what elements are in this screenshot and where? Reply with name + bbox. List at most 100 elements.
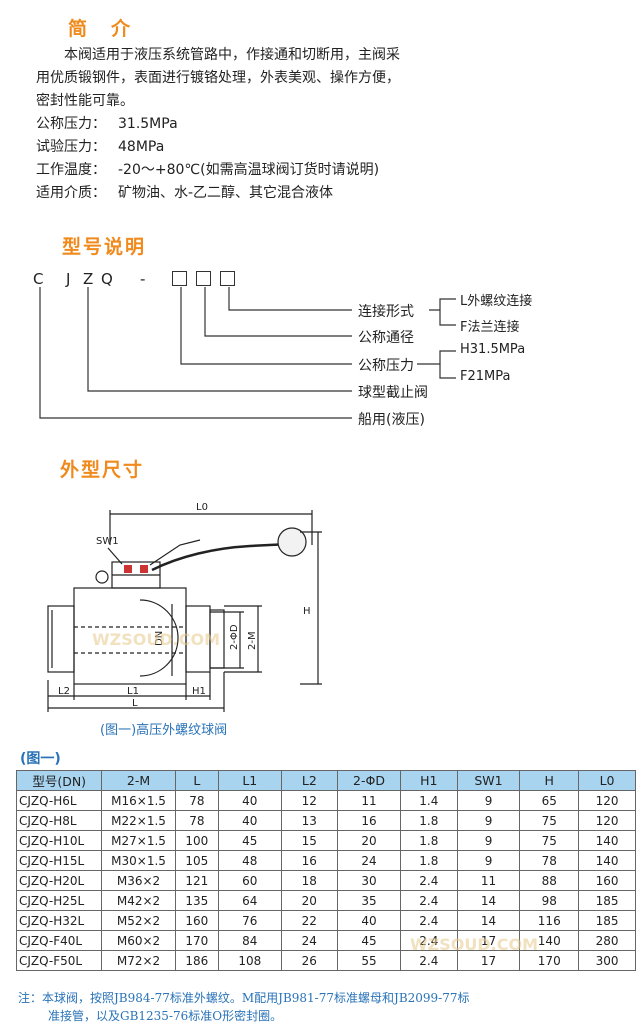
figure-caption: (图一)高压外螺纹球阀 <box>100 723 228 738</box>
table-cell: 14 <box>456 890 521 911</box>
table-cell: 170 <box>519 950 580 971</box>
table-cell: 116 <box>519 910 580 931</box>
table-cell: 2.4 <box>399 910 458 931</box>
spec-key: 工作温度： <box>36 162 106 178</box>
table-cell: 185 <box>578 890 636 911</box>
col-header: H1 <box>399 770 458 791</box>
col-header: L1 <box>217 770 282 791</box>
table-cell: 45 <box>217 830 282 851</box>
table-cell: M16×1.5 <box>101 790 176 811</box>
col-header: L2 <box>280 770 339 791</box>
table-cell: 65 <box>519 790 580 811</box>
valve-drawing: L0 SW1 H DN 2-ΦD 2-M L1 L2 H1 L <box>47 502 322 712</box>
cell-model: CJZQ-H20L <box>15 870 103 891</box>
dim-label-l: L <box>132 698 138 709</box>
code-letter-c: C <box>33 270 44 288</box>
table-cell: M36×2 <box>101 870 176 891</box>
dim-label-h: H <box>303 606 311 617</box>
spec-key: 公称压力： <box>36 116 106 132</box>
code-letter-z: Z <box>83 270 94 288</box>
col-header: H <box>519 770 580 791</box>
spec-row-medium: 适用介质：矿物油、水-乙二醇、其它混合液体 <box>36 182 333 202</box>
cell-model: CJZQ-H25L <box>15 890 103 911</box>
intro-desc-line: 密封性能可靠。 <box>36 93 134 109</box>
cell-model: CJZQ-H15L <box>15 850 103 871</box>
code-box-bore <box>196 271 211 286</box>
table-cell: 64 <box>217 890 282 911</box>
table-cell: 186 <box>174 950 219 971</box>
col-header: 2-ΦD <box>337 770 401 791</box>
spec-value: 48MPa <box>118 139 165 155</box>
table-cell: 40 <box>217 790 282 811</box>
table-cell: 16 <box>280 850 339 871</box>
table-cell: 30 <box>337 870 401 891</box>
spec-row-test-pressure: 试验压力： 48MPa <box>36 136 164 156</box>
table-cell: 78 <box>174 790 219 811</box>
spec-row-temperature: 工作温度：-20～+80℃(如需高温球阀订货时请说明) <box>36 159 379 179</box>
dim-label-l1: L1 <box>127 686 139 697</box>
table-cell: 13 <box>280 810 339 831</box>
footnote: 注：本球阀，按照JB984-77标准外螺纹。M配用JB981-77标准螺母和JB… <box>18 989 578 1025</box>
table-cell: 18 <box>280 870 339 891</box>
table-cell: 105 <box>174 850 219 871</box>
option-h31-5mpa: H31.5MPa <box>460 342 526 357</box>
intro-desc-line: 本阀适用于液压系统管路中，作接通和切断用，主阀采 <box>64 47 400 63</box>
code-letter-q: Q <box>101 270 113 288</box>
label-marine-hydraulic: 船用(液压) <box>358 412 425 428</box>
spec-value: 31.5MPa <box>118 116 178 132</box>
code-letter-j: J <box>66 270 71 288</box>
table-cell: 280 <box>578 930 636 951</box>
table-cell: 40 <box>337 910 401 931</box>
table-cell: 78 <box>174 810 219 831</box>
option-f21mpa: F21MPa <box>460 369 511 384</box>
table-cell: 9 <box>456 790 521 811</box>
spec-value: 矿物油、水-乙二醇、其它混合液体 <box>118 185 334 201</box>
table-cell: 24 <box>337 850 401 871</box>
table-cell: 40 <box>217 810 282 831</box>
table-cell: 170 <box>174 930 219 951</box>
table-cell: 88 <box>519 870 580 891</box>
table-cell: 140 <box>578 830 636 851</box>
code-box-connection <box>220 271 235 286</box>
cell-model: CJZQ-H32L <box>15 910 103 931</box>
table-cell: M27×1.5 <box>101 830 176 851</box>
table-cell: 185 <box>578 910 636 931</box>
model-leader-lines <box>39 287 456 419</box>
intro-desc-line: 用优质锻钢件，表面进行镀铬处理，外表美观、操作方便， <box>36 70 400 86</box>
spec-key: 试验压力： <box>36 139 106 155</box>
table-cell: M72×2 <box>101 950 176 971</box>
table-cell: M22×1.5 <box>101 810 176 831</box>
table-cell: 11 <box>456 870 521 891</box>
table-cell: 300 <box>578 950 636 971</box>
code-dash: - <box>140 270 146 288</box>
table-cell: M60×2 <box>101 930 176 951</box>
cell-model: CJZQ-H10L <box>15 830 103 851</box>
dim-label-phi-d: 2-ΦD <box>229 624 240 650</box>
intro-description: 本阀适用于液压系统管路中，作接通和切断用，主阀采 用优质锻钢件，表面进行镀铬处理… <box>36 44 456 113</box>
table-cell: 160 <box>174 910 219 931</box>
table-cell: 26 <box>280 950 339 971</box>
label-nominal-bore: 公称通径 <box>358 330 414 346</box>
col-header: 型号(DN) <box>15 770 103 791</box>
table-cell: 1.4 <box>399 790 458 811</box>
table-cell: M42×2 <box>101 890 176 911</box>
option-external-thread: L外螺纹连接 <box>460 294 533 309</box>
cell-model: CJZQ-F40L <box>15 930 103 951</box>
dim-label-h1: H1 <box>192 686 206 697</box>
spec-row-nominal-pressure: 公称压力： 31.5MPa <box>36 113 178 133</box>
table-cell: 35 <box>337 890 401 911</box>
dim-label-dn: DN <box>154 631 165 646</box>
table-cell: 17 <box>456 950 521 971</box>
table-cell: 2.4 <box>399 950 458 971</box>
table-cell: 120 <box>578 810 636 831</box>
dim-label-l2: L2 <box>58 686 70 697</box>
option-flange: F法兰连接 <box>460 320 520 335</box>
table-cell: 78 <box>519 850 580 871</box>
watermark: WZSOUD.COM <box>92 630 220 649</box>
